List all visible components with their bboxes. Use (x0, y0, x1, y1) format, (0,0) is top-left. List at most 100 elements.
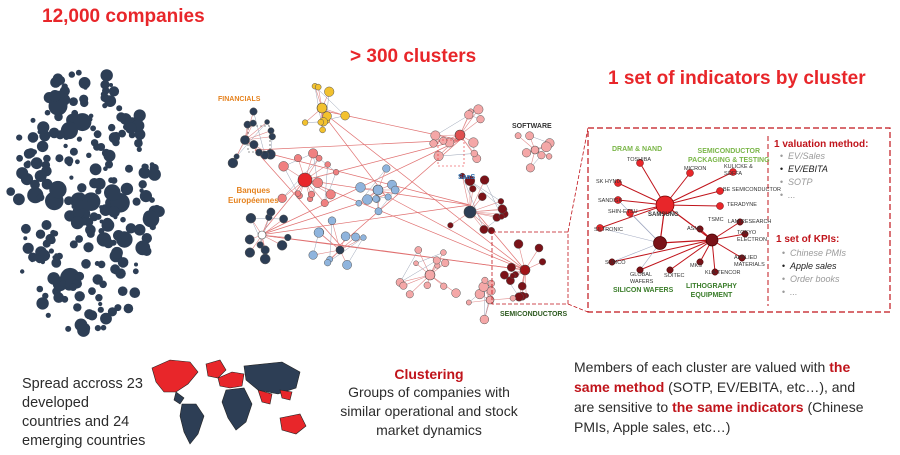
network-edge (236, 121, 268, 157)
detail-node (741, 230, 749, 238)
members-text-1: Members of each cluster are valued with (574, 359, 830, 375)
members-text-6: PMIs, Apple sales, etc…) (574, 419, 731, 435)
global-line-1: GLOBAL (630, 272, 653, 278)
company-bubble (30, 157, 43, 170)
company-bubble (117, 286, 128, 297)
company-bubble (16, 134, 23, 141)
network-link (469, 204, 526, 271)
network-node (545, 153, 553, 160)
detail-edge (629, 212, 661, 244)
network-node (313, 227, 324, 238)
network-node (294, 190, 302, 197)
saas-highlight-box (437, 139, 465, 167)
kulicke-line-2: SOFFA (724, 171, 743, 177)
company-bubble (114, 304, 122, 312)
company-bubble (142, 163, 149, 171)
company-bubble (138, 180, 147, 189)
kulicke-line-1: KULICKE & (724, 164, 753, 170)
network-edge (438, 153, 475, 157)
detail-node (738, 254, 746, 262)
network-edge (399, 260, 437, 283)
detail-edge (659, 239, 713, 244)
network-node (487, 279, 495, 288)
network-hub (316, 102, 328, 114)
company-bubble (86, 152, 92, 158)
south-america-region (179, 403, 205, 445)
network-node (351, 232, 360, 242)
network-node (451, 288, 461, 298)
kpi-item: Chinese PMIs (790, 247, 846, 260)
global-line-2: WAFERS (630, 279, 654, 285)
network-node (266, 207, 276, 217)
company-bubble (104, 95, 117, 107)
company-bubble (108, 86, 120, 97)
network-node (268, 133, 276, 141)
network-node (324, 161, 331, 168)
detail-edge (599, 204, 666, 229)
company-bubble (49, 180, 67, 199)
company-bubble (97, 260, 106, 269)
network-edge (327, 237, 364, 263)
detail-node (666, 266, 674, 274)
company-bubble (73, 113, 92, 132)
company-bubble (83, 85, 88, 90)
network-link (304, 179, 526, 271)
company-toshiba: TOSHIBA (627, 157, 652, 163)
east-asia-region (279, 389, 293, 401)
company-bubble (69, 97, 78, 106)
network-link (254, 149, 471, 206)
network-node (362, 194, 373, 205)
network-node (440, 249, 447, 256)
company-bubble (102, 103, 108, 109)
company-bubble (134, 262, 138, 267)
network-node (440, 282, 448, 290)
kpi-item: Apple sales (790, 260, 846, 273)
network-edge (329, 220, 333, 260)
company-tsmc: TSMC (708, 217, 724, 223)
packaging-line-2: PACKAGING & TESTING (688, 157, 770, 164)
company-bubble (45, 233, 56, 244)
company-bubble (66, 160, 73, 167)
company-asml: ASML (687, 226, 702, 232)
company-bubble (74, 271, 85, 281)
network-node (390, 185, 400, 195)
network-node (497, 198, 505, 205)
network-node (498, 213, 505, 220)
company-bubble (90, 125, 96, 132)
network-node (245, 213, 257, 224)
company-soitec: SOITEC (664, 273, 685, 279)
company-bubble (79, 94, 89, 104)
network-node (308, 148, 319, 159)
company-bubble (132, 197, 141, 206)
clustering-line-1: Groups of companies with (348, 384, 510, 400)
australia-region (279, 413, 307, 435)
network-link (384, 194, 526, 271)
company-bubble (20, 269, 25, 274)
company-kla: KLA-TENCOR (705, 270, 741, 276)
company-bubble (108, 123, 116, 132)
members-bold-2: the same indicators (672, 399, 804, 415)
network-node (441, 258, 450, 268)
network-node (340, 111, 350, 121)
clustering-line-3: market dynamics (376, 422, 482, 438)
network-node (279, 214, 288, 224)
company-lamresearch: LAM RESEARCH (728, 219, 772, 225)
cluster-label-saas: SaaS (458, 174, 476, 181)
company-bubble (43, 154, 51, 163)
company-bubble (47, 272, 60, 285)
company-bubble (101, 148, 111, 158)
indicators-header: 1 set of indicators by cluster (608, 68, 866, 89)
network-node (413, 260, 419, 267)
network-node (423, 281, 431, 289)
valuation-list: EV/Sales EV/EBITA SOTP ... (774, 150, 828, 202)
company-bubble (115, 268, 126, 279)
company-bubble (142, 210, 160, 228)
company-bubble (108, 206, 120, 218)
network-node (509, 295, 517, 302)
company-bubble (42, 292, 49, 300)
network-node (468, 137, 479, 148)
company-bubble (83, 242, 94, 253)
detail-node (716, 187, 724, 195)
company-bubble (93, 130, 102, 139)
